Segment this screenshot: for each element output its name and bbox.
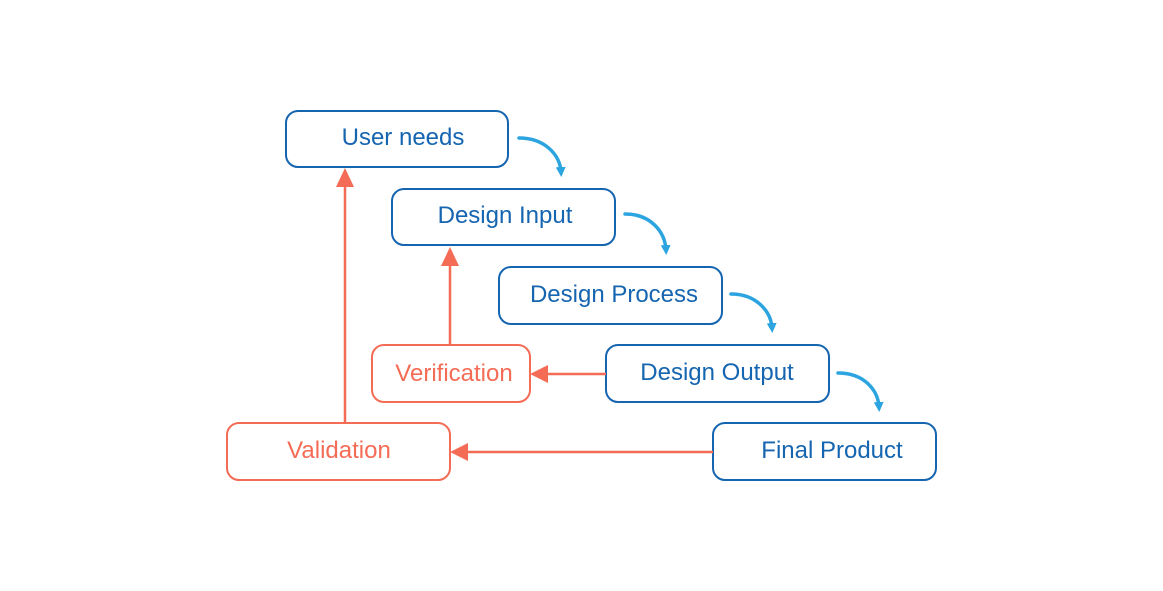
check-label: Validation: [287, 437, 391, 464]
step-design-output: Design Output: [605, 344, 830, 403]
flow-arrow-2: [623, 212, 671, 255]
step-label: Design Process: [530, 281, 698, 308]
step-label: Final Product: [761, 437, 903, 464]
step-box: [391, 188, 616, 246]
step-final-product: Final Product: [712, 422, 937, 481]
step-label: User needs: [342, 124, 465, 151]
step-design-process: Design Process: [498, 266, 723, 325]
arrow-verification-to-input: [441, 247, 459, 345]
check-label: Verification: [395, 360, 512, 387]
arrow-output-to-verification: [530, 365, 606, 383]
check-verification: Verification: [371, 344, 531, 403]
arrow-product-to-validation: [450, 443, 713, 461]
step-box: [285, 110, 509, 168]
check-box: [226, 422, 451, 481]
step-box: [498, 266, 723, 325]
check-validation: Validation: [226, 422, 451, 481]
step-design-input: Design Input: [391, 188, 616, 246]
step-user-needs: User needs: [285, 110, 509, 168]
step-label: Design Input: [438, 202, 573, 229]
flow-arrow-3: [729, 292, 777, 333]
flow-arrow-4: [836, 371, 884, 412]
step-label: Design Output: [640, 359, 794, 386]
flow-arrow-1: [517, 136, 566, 177]
arrow-validation-to-user-needs: [336, 168, 354, 423]
